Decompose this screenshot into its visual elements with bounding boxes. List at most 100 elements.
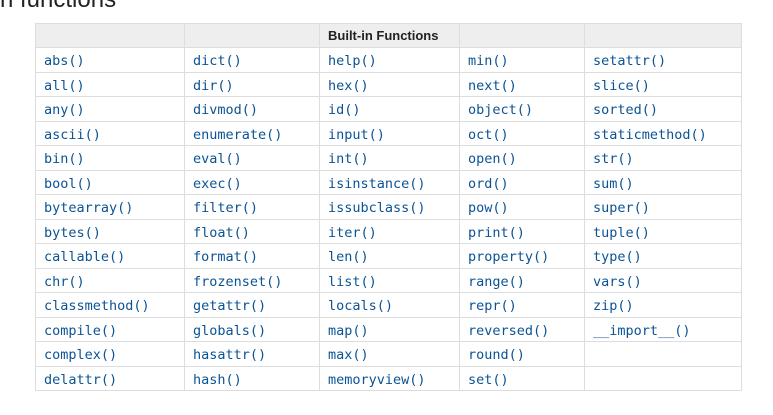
function-link[interactable]: divmod(): [193, 102, 259, 119]
table-cell: ascii(): [35, 120, 185, 146]
function-link[interactable]: classmethod(): [44, 298, 150, 315]
table-cell: help(): [319, 47, 460, 73]
function-link[interactable]: bytes(): [44, 224, 101, 241]
table-cell: delattr(): [35, 365, 185, 391]
function-link[interactable]: list(): [328, 273, 377, 290]
function-link[interactable]: repr(): [468, 298, 517, 315]
function-link[interactable]: reversed(): [468, 322, 550, 339]
function-link[interactable]: all(): [44, 77, 85, 94]
function-link[interactable]: globals(): [193, 322, 267, 339]
function-link[interactable]: input(): [328, 126, 385, 143]
function-link[interactable]: any(): [44, 102, 85, 119]
function-link[interactable]: set(): [468, 371, 509, 388]
function-link[interactable]: object(): [468, 102, 534, 119]
function-link[interactable]: __import__(): [593, 322, 691, 339]
function-link[interactable]: chr(): [44, 273, 85, 290]
function-link[interactable]: compile(): [44, 322, 118, 339]
table-cell: slice(): [584, 71, 742, 97]
function-link[interactable]: tuple(): [593, 224, 650, 241]
function-link[interactable]: slice(): [593, 77, 650, 94]
table-cell: id(): [319, 96, 460, 122]
function-link[interactable]: sorted(): [593, 102, 659, 119]
table-row: delattr() hash() memoryview() set(): [35, 365, 742, 391]
function-link[interactable]: zip(): [593, 298, 634, 315]
table-cell: str(): [584, 145, 742, 171]
table-cell: oct(): [459, 120, 585, 146]
table-cell: sum(): [584, 169, 742, 195]
function-link[interactable]: dir(): [193, 77, 234, 94]
function-link[interactable]: help(): [328, 53, 377, 70]
table-cell: sorted(): [584, 96, 742, 122]
function-link[interactable]: bin(): [44, 151, 85, 168]
function-link[interactable]: float(): [193, 224, 250, 241]
function-link[interactable]: staticmethod(): [593, 126, 707, 143]
function-link[interactable]: property(): [468, 249, 550, 266]
function-link[interactable]: print(): [468, 224, 525, 241]
table-cell: exec(): [184, 169, 320, 195]
function-link[interactable]: super(): [593, 200, 650, 217]
function-link[interactable]: int(): [328, 151, 369, 168]
function-link[interactable]: type(): [593, 249, 642, 266]
table-cell: zip(): [584, 292, 742, 318]
function-link[interactable]: bytearray(): [44, 200, 134, 217]
function-link[interactable]: round(): [468, 347, 525, 364]
function-link[interactable]: min(): [468, 53, 509, 70]
function-link[interactable]: eval(): [193, 151, 242, 168]
table-row: bytearray() filter() issubclass() pow() supe…: [35, 194, 742, 220]
function-link[interactable]: sum(): [593, 175, 634, 192]
function-link[interactable]: callable(): [44, 249, 126, 266]
function-link[interactable]: ascii(): [44, 126, 101, 143]
table-cell: round(): [459, 341, 585, 367]
function-link[interactable]: frozenset(): [193, 273, 283, 290]
function-link[interactable]: hasattr(): [193, 347, 267, 364]
function-link[interactable]: format(): [193, 249, 259, 266]
function-link[interactable]: memoryview(): [328, 371, 426, 388]
function-link[interactable]: oct(): [468, 126, 509, 143]
function-link[interactable]: locals(): [328, 298, 394, 315]
function-link[interactable]: vars(): [593, 273, 642, 290]
function-link[interactable]: exec(): [193, 175, 242, 192]
table-cell: bin(): [35, 145, 185, 171]
function-link[interactable]: max(): [328, 347, 369, 364]
function-link[interactable]: str(): [593, 151, 634, 168]
table-cell: format(): [184, 243, 320, 269]
table-cell: dir(): [184, 71, 320, 97]
table-cell: isinstance(): [319, 169, 460, 195]
table-cell: pow(): [459, 194, 585, 220]
function-link[interactable]: hex(): [328, 77, 369, 94]
column-header-4: [459, 23, 585, 48]
table-cell: chr(): [35, 267, 185, 293]
function-link[interactable]: abs(): [44, 53, 85, 70]
function-link[interactable]: setattr(): [593, 53, 667, 70]
table-cell: tuple(): [584, 218, 742, 244]
table-cell: dict(): [184, 47, 320, 73]
function-link[interactable]: issubclass(): [328, 200, 426, 217]
function-link[interactable]: hash(): [193, 371, 242, 388]
function-link[interactable]: bool(): [44, 175, 93, 192]
function-link[interactable]: filter(): [193, 200, 259, 217]
table-cell: divmod(): [184, 96, 320, 122]
function-link[interactable]: dict(): [193, 53, 242, 70]
function-link[interactable]: iter(): [328, 224, 377, 241]
table-cell: __import__(): [584, 316, 742, 342]
function-link[interactable]: ord(): [468, 175, 509, 192]
function-link[interactable]: range(): [468, 273, 525, 290]
function-link[interactable]: map(): [328, 322, 369, 339]
builtin-functions-table-wrapper: Built-in Functions abs()dict()help()min(…: [35, 23, 742, 391]
table-row: bytes() float() iter() print() tuple(): [35, 218, 742, 244]
function-link[interactable]: open(): [468, 151, 517, 168]
function-link[interactable]: id(): [328, 102, 361, 119]
function-link[interactable]: delattr(): [44, 371, 118, 388]
function-link[interactable]: enumerate(): [193, 126, 283, 143]
table-cell: locals(): [319, 292, 460, 318]
function-link[interactable]: len(): [328, 249, 369, 266]
function-link[interactable]: isinstance(): [328, 175, 426, 192]
table-cell: ord(): [459, 169, 585, 195]
table-row: ascii() enumerate() input() oct() staticmeth…: [35, 120, 742, 146]
table-cell: print(): [459, 218, 585, 244]
function-link[interactable]: next(): [468, 77, 517, 94]
function-link[interactable]: complex(): [44, 347, 118, 364]
function-link[interactable]: pow(): [468, 200, 509, 217]
function-link[interactable]: getattr(): [193, 298, 267, 315]
table-cell: open(): [459, 145, 585, 171]
